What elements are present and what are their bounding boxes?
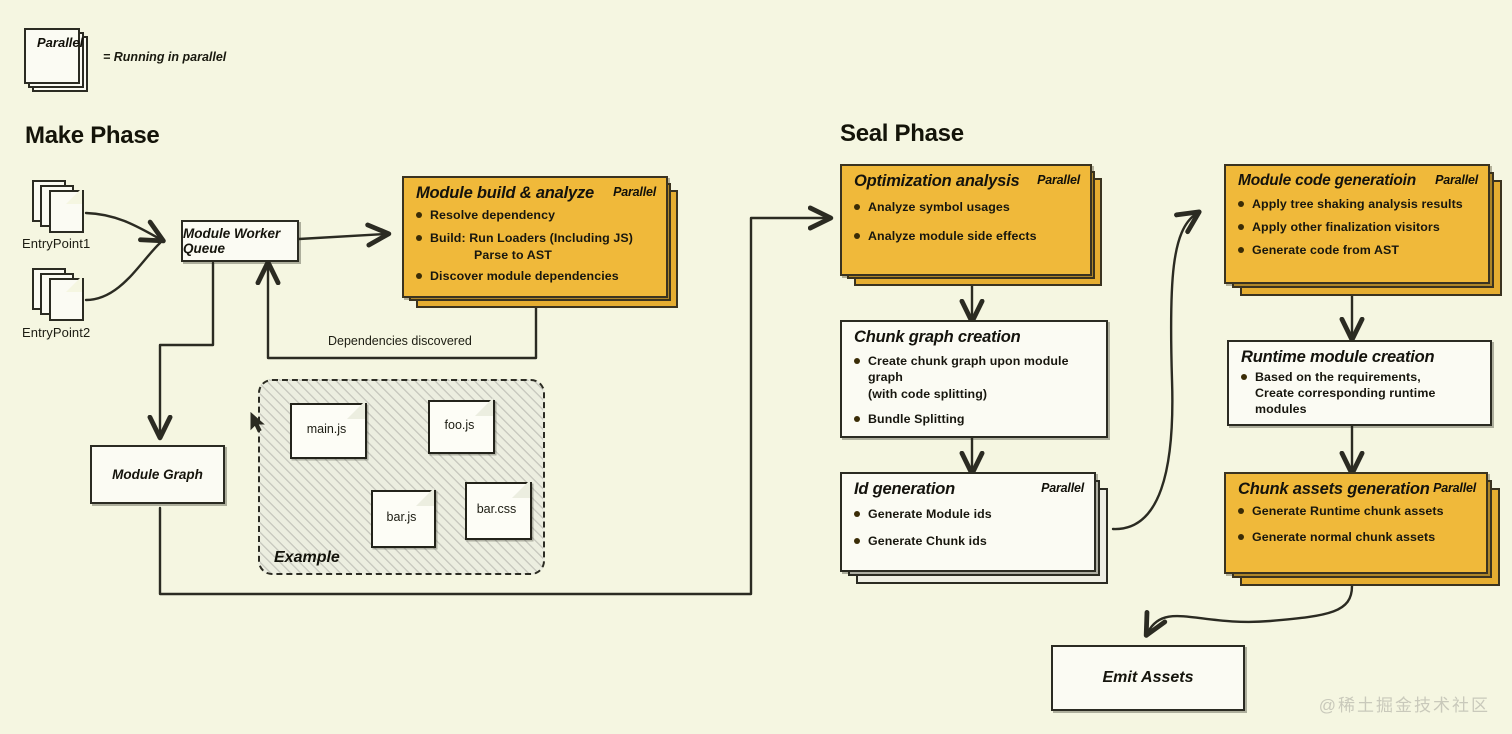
node-chunk-graph-creation[interactable]: Chunk graph creation Create chunk graph …: [840, 320, 1108, 438]
card-title: Module build & analyze: [416, 184, 595, 202]
parallel-tag: Parallel: [1435, 173, 1478, 187]
card-title: Chunk graph creation: [854, 328, 1021, 346]
edge-chunkassets-to-emitassets: [1143, 584, 1354, 638]
file-node-mainjs[interactable]: main.js: [290, 401, 367, 459]
file-name: bar.js: [386, 510, 417, 524]
edge-queue-to-build: [297, 222, 392, 248]
node-module-build-analyze[interactable]: Parallel Module build & analyze Resolve …: [402, 176, 682, 308]
file-stack-icon: [49, 276, 84, 321]
entrypoint1-icon-group: [32, 180, 92, 238]
edge-entry1-to-queue: [84, 211, 166, 244]
legend-parallel-label: Parallel: [37, 35, 84, 50]
mouse-cursor-icon: [250, 412, 265, 433]
bullet-item: Apply other finalization visitors: [1238, 220, 1478, 236]
example-label: Example: [274, 549, 340, 566]
node-emit-assets[interactable]: Emit Assets: [1051, 645, 1245, 711]
parallel-tag: Parallel: [1037, 173, 1080, 187]
bullet-item: Bundle Splitting: [854, 412, 1096, 428]
parallel-tag: Parallel: [1041, 481, 1084, 495]
node-module-graph[interactable]: Module Graph: [90, 445, 225, 504]
bullet-item: Discover module dependencies: [416, 269, 656, 285]
bullet-item: Generate Runtime chunk assets: [1238, 504, 1476, 520]
file-name: bar.css: [476, 502, 517, 516]
card-bullet-list: Analyze symbol usages Analyze module sid…: [842, 196, 1090, 245]
file-stack-icon: [49, 188, 84, 233]
edge-entry2-to-queue: [84, 241, 162, 302]
legend-sheet-front: Parallel: [24, 28, 84, 84]
node-optimization-analysis[interactable]: Parallel Optimization analysis Analyze s…: [840, 164, 1120, 290]
node-id-generation[interactable]: Parallel Id generation Generate Module i…: [840, 472, 1122, 590]
bullet-item: Analyze module side effects: [854, 229, 1080, 245]
card-title: Chunk assets generation: [1238, 480, 1430, 498]
bullet-item: Analyze symbol usages: [854, 200, 1080, 216]
card-title: Optimization analysis: [854, 172, 1020, 190]
card-bullet-list: Apply tree shaking analysis results Appl…: [1226, 195, 1488, 259]
watermark: @稀土掘金技术社区: [1318, 696, 1490, 715]
card-title: Id generation: [854, 480, 955, 498]
entrypoint1-label: EntryPoint1: [22, 236, 91, 251]
parallel-tag: Parallel: [613, 185, 656, 199]
card-chunk-assets-generation: Parallel Chunk assets generation Generat…: [1224, 472, 1488, 574]
bullet-item: Generate Chunk ids: [854, 534, 1084, 550]
edge-label-dependencies-discovered: Dependencies discovered: [328, 334, 472, 348]
bullet-item-continuation: (with code splitting): [868, 386, 988, 401]
make-phase-title: Make Phase: [25, 122, 160, 149]
module-graph-label: Module Graph: [112, 467, 203, 482]
file-node-foojs[interactable]: foo.js: [428, 398, 495, 454]
card-bullet-list: Resolve dependency Build: Run Loaders (I…: [404, 208, 666, 285]
edge-queue-to-module-graph: [147, 261, 215, 441]
emit-assets-label: Emit Assets: [1102, 669, 1194, 686]
bullet-item: Generate code from AST: [1238, 243, 1478, 259]
legend-description: = Running in parallel: [103, 50, 227, 64]
legend-parallel-card: Parallel: [24, 28, 88, 92]
module-worker-queue-label: Module Worker Queue: [183, 226, 281, 256]
card-bullet-list: Based on the requirements, Create corres…: [1229, 370, 1490, 418]
node-module-code-generation[interactable]: Parallel Module code generatioin Apply t…: [1224, 164, 1509, 296]
file-name: foo.js: [444, 418, 475, 432]
card-optimization-analysis: Parallel Optimization analysis Analyze s…: [840, 164, 1092, 276]
edge-idgeneration-to-modulecodegen: [1111, 209, 1202, 531]
bullet-item-continuation: Create corresponding runtime modules: [1255, 385, 1436, 416]
bullet-item: Resolve dependency: [416, 208, 656, 224]
node-module-worker-queue[interactable]: Module Worker Queue: [181, 220, 299, 262]
node-runtime-module-creation[interactable]: Runtime module creation Based on the req…: [1227, 340, 1492, 426]
entrypoint2-label: EntryPoint2: [22, 325, 91, 340]
parallel-tag: Parallel: [1433, 481, 1476, 495]
file-name: main.js: [306, 422, 347, 436]
card-bullet-list: Generate Runtime chunk assets Generate n…: [1226, 502, 1486, 546]
bullet-item: Generate normal chunk assets: [1238, 530, 1476, 546]
card-title: Module code generatioin: [1238, 172, 1416, 189]
bullet-item-continuation: Parse to AST: [474, 247, 552, 262]
card-bullet-list: Generate Module ids Generate Chunk ids: [842, 504, 1094, 550]
entrypoint2-icon-group: [32, 268, 92, 326]
file-node-barjs[interactable]: bar.js: [371, 488, 436, 548]
node-chunk-assets-generation[interactable]: Parallel Chunk assets generation Generat…: [1224, 472, 1512, 586]
bullet-item: Build: Run Loaders (Including JS): [416, 231, 656, 247]
card-bullet-list: Create chunk graph upon module graph (wi…: [842, 352, 1106, 428]
file-node-barcss[interactable]: bar.css: [465, 480, 532, 540]
card-module-build-analyze: Parallel Module build & analyze Resolve …: [402, 176, 668, 298]
card-title: Runtime module creation: [1241, 348, 1435, 366]
seal-phase-title: Seal Phase: [840, 120, 964, 147]
bullet-item: Create chunk graph upon module graph: [854, 354, 1096, 386]
bullet-item: Generate Module ids: [854, 507, 1084, 523]
card-id-generation: Parallel Id generation Generate Module i…: [840, 472, 1096, 572]
bullet-item: Apply tree shaking analysis results: [1238, 197, 1478, 213]
card-module-code-generation: Parallel Module code generatioin Apply t…: [1224, 164, 1490, 284]
bullet-item: Based on the requirements,: [1241, 370, 1480, 386]
